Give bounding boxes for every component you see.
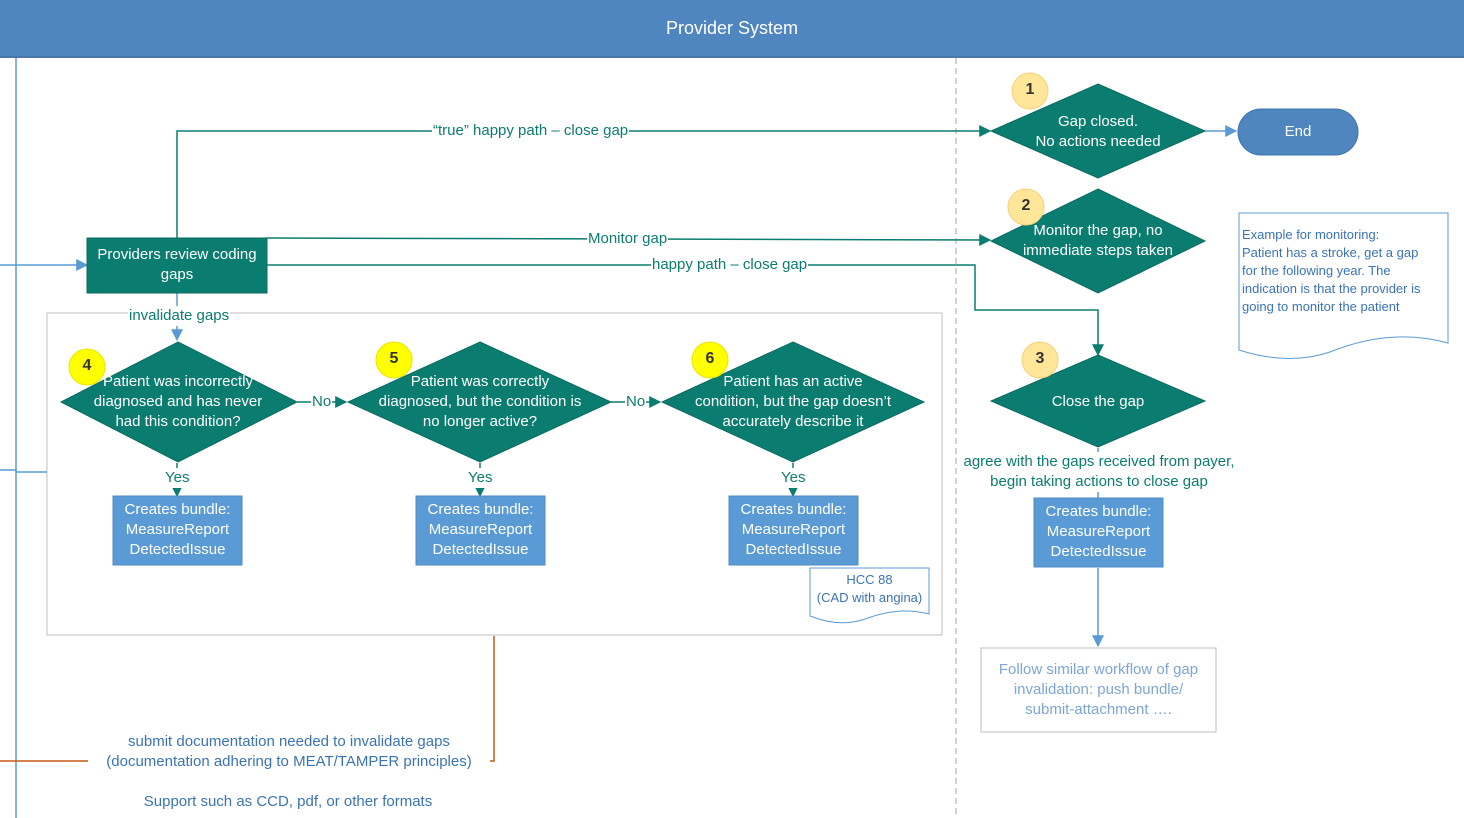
gap-closed-diamond[interactable] xyxy=(989,83,1207,179)
edge-label-yes-q4: Yes xyxy=(164,468,191,488)
q5-diamond[interactable] xyxy=(346,341,613,463)
hcc-note-line-2: (CAD with angina) xyxy=(816,590,923,605)
badge-2-circle xyxy=(1007,188,1045,226)
edge-true-path xyxy=(176,125,992,238)
q4-label-1: Patient was incorrectly xyxy=(102,373,254,390)
edge-label-no-q5: No xyxy=(625,392,647,412)
review-label-2: gaps xyxy=(160,266,194,283)
badge-2: 2 xyxy=(1021,197,1031,214)
edge-label-submit-1: submit documentation needed to invalidat… xyxy=(88,732,490,752)
q6-diamond[interactable] xyxy=(660,341,926,463)
edge-label-no-q4: No xyxy=(311,392,333,412)
bundle-q6-line1: Creates bundle: xyxy=(740,501,847,518)
monitor-label-1: Monitor the gap, no xyxy=(1033,222,1163,239)
end-terminator[interactable] xyxy=(1237,108,1359,156)
hcc-note-shape xyxy=(809,567,930,624)
bundle-box-close[interactable] xyxy=(1033,497,1164,568)
badge-3-circle xyxy=(1021,341,1059,379)
lane-title: Provider System xyxy=(665,18,799,38)
follow-label-2: invalidation: push bundle/ xyxy=(1013,681,1184,698)
edge-label-invalidate: invalidate gaps xyxy=(128,306,231,326)
badge-6-circle xyxy=(691,341,729,379)
q4-diamond[interactable] xyxy=(59,341,299,463)
q6-label-3: accurately describe it xyxy=(722,413,864,430)
badge-6: 6 xyxy=(705,350,715,367)
monitoring-note-line-2: Patient has a stroke, get a gap xyxy=(1242,245,1419,260)
edge-label-agree-1: agree with the gaps received from payer, xyxy=(958,452,1240,472)
edge-label-true-path: “true” happy path – close gap xyxy=(432,121,630,141)
monitoring-note-line-1: Example for monitoring: xyxy=(1242,227,1380,242)
bundle-q5-line3: DetectedIssue xyxy=(432,541,529,558)
gap-closed-label-1: Gap closed. xyxy=(1057,113,1139,130)
hcc-note-line-1: HCC 88 xyxy=(846,572,893,587)
bundle-q6-line3: DetectedIssue xyxy=(745,541,842,558)
invalidation-container xyxy=(46,312,943,636)
badge-4: 4 xyxy=(82,357,92,374)
badge-5: 5 xyxy=(389,350,399,367)
q6-label-1: Patient has an active xyxy=(723,373,863,390)
badge-5-circle xyxy=(375,341,413,379)
q6-label-2: condition, but the gap doesn’t xyxy=(695,393,891,410)
close-label: Close the gap xyxy=(1051,393,1145,410)
q5-label-3: no longer active? xyxy=(422,413,538,430)
review-label-1: Providers review coding xyxy=(97,246,257,263)
monitor-label-2: immediate steps taken xyxy=(1022,242,1174,259)
bundle-q4-line2: MeasureReport xyxy=(125,521,230,538)
edge-label-monitor-gap: Monitor gap xyxy=(587,229,669,249)
edge-label-happy-path: happy path – close gap xyxy=(651,255,809,275)
edge-happy-path xyxy=(267,264,1104,357)
review-box[interactable] xyxy=(86,237,268,294)
lane-header: Provider System xyxy=(0,0,1464,58)
q4-label-2: diagnosed and has never xyxy=(93,393,263,410)
edge-container-left xyxy=(0,469,47,473)
bundle-q4-line1: Creates bundle: xyxy=(124,501,231,518)
badge-4-circle xyxy=(68,348,106,386)
end-label: End xyxy=(1284,123,1312,140)
bundle-box-q6[interactable] xyxy=(728,495,859,566)
monitoring-note-line-5: going to monitor the patient xyxy=(1242,299,1400,314)
monitoring-note-line-4: indication is that the provider is xyxy=(1242,281,1421,296)
follow-box[interactable] xyxy=(980,647,1217,733)
badge-1-circle xyxy=(1011,72,1049,110)
bundle-q4-line3: DetectedIssue xyxy=(129,541,226,558)
q4-label-3: had this condition? xyxy=(115,413,241,430)
q5-label-1: Patient was correctly xyxy=(410,373,550,390)
bundle-close-line2: MeasureReport xyxy=(1046,523,1151,540)
follow-label-3: submit-attachment …. xyxy=(1025,701,1172,718)
follow-label-1: Follow similar workflow of gap xyxy=(998,661,1199,678)
edge-label-yes-q6: Yes xyxy=(780,468,807,488)
badge-1: 1 xyxy=(1025,81,1035,98)
edge-label-agree-2: begin taking actions to close gap xyxy=(958,472,1240,492)
monitoring-note-line-3: for the following year. The xyxy=(1242,263,1391,278)
bundle-close-line1: Creates bundle: xyxy=(1045,503,1152,520)
bundle-box-q4[interactable] xyxy=(112,495,243,566)
bundle-q5-line1: Creates bundle: xyxy=(427,501,534,518)
edge-label-submit-2: (documentation adhering to MEAT/TAMPER p… xyxy=(88,752,490,772)
gap-closed-label-2: No actions needed xyxy=(1035,133,1161,150)
monitoring-note-shape xyxy=(1238,212,1449,359)
edge-label-yes-q5: Yes xyxy=(467,468,494,488)
q5-label-2: diagnosed, but the condition is xyxy=(378,393,582,410)
bundle-q6-line2: MeasureReport xyxy=(741,521,846,538)
bundle-box-q5[interactable] xyxy=(415,495,546,566)
badge-3: 3 xyxy=(1035,350,1045,367)
edge-label-support: Support such as CCD, pdf, or other forma… xyxy=(143,793,433,810)
bundle-q5-line2: MeasureReport xyxy=(428,521,533,538)
bundle-close-line3: DetectedIssue xyxy=(1050,543,1147,560)
close-diamond[interactable] xyxy=(989,354,1207,448)
